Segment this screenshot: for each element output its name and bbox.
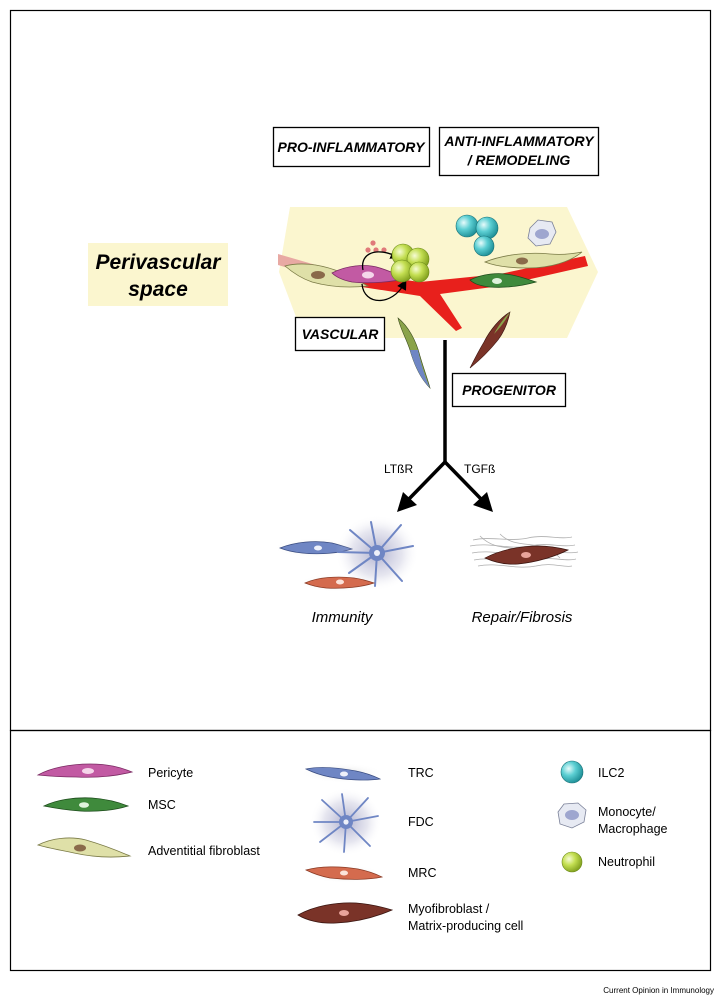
legend-trc-label: TRC [408,766,434,780]
tgfb-arrow [443,460,484,502]
cytokine-dot [365,247,371,253]
legend-monocyte-label-line1: Monocyte/ [598,805,656,819]
cytokine-dot [381,247,387,253]
cytokine-dot [370,240,376,246]
legend-neutrophil-label: Neutrophil [598,855,655,869]
journal-credit: Current Opinion in Immunology [603,986,714,995]
perivascular-space-region [279,207,598,338]
anti-inflammatory-label-line1: ANTI-INFLAMMATORY [443,133,595,149]
legend-fdc-nucleus [343,819,349,825]
legend-adventitial-label: Adventitial fibroblast [148,844,260,858]
legend-ilc2-icon [560,760,584,784]
ilc2-cell [475,216,499,240]
vascular-box [294,316,386,352]
legend-mrc-label: MRC [408,866,436,880]
pericyte-nucleus [362,271,374,279]
ilc2-cell [455,214,479,238]
ltbr-label: LTßR [384,462,413,476]
adventitial-nucleus [311,271,325,279]
legend-neutrophil-icon [561,851,583,873]
legend-monocyte-label-line2: Macrophage [598,822,668,836]
legend-trc-nucleus [340,771,348,777]
ltbr-arrow [406,460,447,502]
adventitial-nucleus-right [516,257,528,265]
perivascular-label-bg [88,243,228,306]
legend-adventitial-nucleus [74,844,86,852]
legend-monocyte-nucleus [565,810,579,820]
legend-fdc-label: FDC [408,815,434,829]
adventitial-fibroblast-cell-right [483,251,583,269]
progenitor-cell-left-blue [410,350,430,388]
progenitor-label: PROGENITOR [462,382,557,398]
recruitment-arrow-upper [361,249,401,271]
msc-cell [469,273,538,288]
neutrophil-cell [408,261,430,283]
monocyte-nucleus [535,229,549,239]
mrc-nucleus-outcome [336,579,344,585]
ilc2-cell [473,235,495,257]
tgfb-label: TGFß [464,462,495,476]
repair-fibrosis-label: Repair/Fibrosis [472,609,573,626]
fdc-nucleus-outcome [374,550,380,556]
progenitor-box [451,372,567,408]
legend-panel-frame [9,729,712,972]
legend-ilc2-label: ILC2 [598,766,624,780]
vascular-label: VASCULAR [302,326,380,342]
ltbr-arrow-head [397,492,417,512]
anti-inflammatory-box [438,126,600,177]
legend-msc-nucleus [79,802,89,808]
legend-myofibroblast-nucleus [339,910,349,916]
legend-myofibroblast-label-line2: Matrix-producing cell [408,919,523,933]
perivascular-label-line2: space [128,278,188,301]
myofibroblast-nucleus-outcome [521,552,531,558]
progenitor-cell-right-green [494,312,510,334]
recruitment-arrow-lower [361,279,407,301]
immunity-label: Immunity [312,609,374,626]
msc-nucleus [492,278,502,284]
pro-inflammatory-box [272,126,431,168]
tgfb-arrow-head [473,492,493,512]
legend-pericyte-label: Pericyte [148,766,193,780]
legend-msc-label: MSC [148,798,176,812]
blood-vessel [330,256,588,331]
legend-myofibroblast-label-line1: Myofibroblast / [408,902,490,916]
perivascular-label-line1: Perivascular [96,251,223,274]
pro-inflammatory-label: PRO-INFLAMMATORY [278,139,427,155]
anti-inflammatory-label-line2: / REMODELING [467,152,571,168]
legend-pericyte-nucleus [82,768,94,774]
trc-nucleus-outcome [314,545,322,551]
legend-mrc-nucleus [340,870,348,876]
